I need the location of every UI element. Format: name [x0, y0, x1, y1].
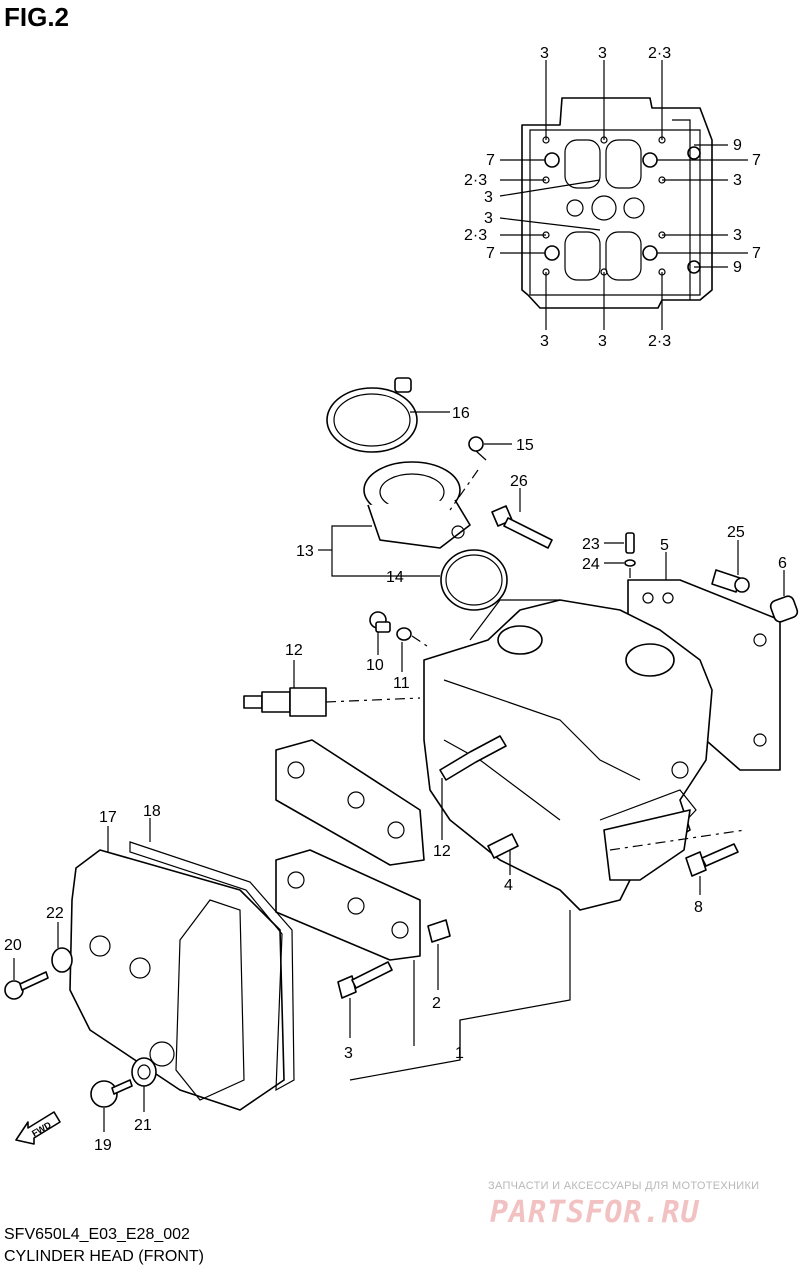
callout-left-7a: 7 [486, 152, 495, 169]
watermark-tagline: ЗАПЧАСТИ И АКСЕССУАРЫ ДЛЯ МОТОТЕХНИКИ [488, 1180, 760, 1192]
part-8-bolt [685, 843, 739, 895]
callout-18: 18 [143, 803, 161, 820]
callout-left-3b: 3 [484, 210, 493, 227]
callout-20: 20 [4, 937, 22, 954]
callout-top-2: 3 [598, 45, 607, 62]
part-21-grommet [131, 1057, 157, 1112]
callout-right-3b: 3 [733, 227, 742, 244]
callout-left-3a: 3 [484, 189, 493, 206]
callout-bottom-1: 3 [540, 333, 549, 350]
callout-5: 5 [660, 537, 669, 554]
callout-2: 2 [432, 995, 441, 1012]
callout-13: 13 [296, 543, 314, 560]
callout-right-7a: 7 [752, 152, 761, 169]
callout-right-3a: 3 [733, 172, 742, 189]
callout-17: 17 [99, 809, 117, 826]
callout-top-1: 3 [540, 45, 549, 62]
callout-22: 22 [46, 905, 64, 922]
callout-3: 3 [344, 1045, 353, 1062]
callout-6: 6 [778, 555, 787, 572]
callout-1: 1 [455, 1045, 464, 1062]
callout-8: 8 [694, 899, 703, 916]
callout-12-bottom: 12 [433, 843, 451, 860]
part-24-o-ring [604, 559, 636, 640]
callout-10: 10 [366, 657, 384, 674]
callout-16: 16 [452, 405, 470, 422]
callout-left-23b: 2·3 [464, 227, 487, 244]
part-12-spark-plug-top [243, 660, 421, 717]
cylinder-head-body [423, 599, 746, 911]
part-19-bolt [90, 1079, 133, 1132]
cylinder-head-top-view [499, 60, 748, 330]
callout-11: 11 [393, 675, 410, 692]
callout-top-3: 2·3 [648, 45, 671, 62]
part-3-bolt [337, 961, 393, 1038]
part-11-washer [396, 627, 431, 672]
fwd-arrow-icon: FWD [15, 1111, 61, 1145]
callout-12-top: 12 [285, 642, 303, 659]
callout-19: 19 [94, 1137, 112, 1154]
part-20-bolt [4, 958, 49, 1000]
diagram-code: SFV650L4_E03_E28_002 [4, 1226, 190, 1243]
callout-25: 25 [727, 524, 745, 541]
part-18-cover-gasket [129, 818, 295, 1092]
callout-right-9b: 9 [733, 259, 742, 276]
watermark-logo: PARTSFOR.RU [490, 1195, 700, 1230]
callout-14: 14 [386, 569, 404, 586]
part-4-dowel [487, 833, 519, 875]
part-10-bolt [369, 611, 391, 655]
callout-bottom-2: 3 [598, 333, 607, 350]
figure-title: FIG.2 [4, 2, 70, 32]
callout-24: 24 [582, 556, 600, 573]
part-14-o-ring [440, 549, 508, 611]
camshaft-holder-upper [275, 739, 425, 866]
part-23-nozzle [604, 532, 635, 554]
callout-right-9a: 9 [733, 137, 742, 154]
part-17-cylinder-head-cover [69, 826, 285, 1111]
part-22-grommet [51, 922, 73, 973]
camshaft-holder-lower [275, 849, 421, 961]
callout-left-7b: 7 [486, 245, 495, 262]
diagram-caption: CYLINDER HEAD (FRONT) [4, 1248, 205, 1265]
part-25-bolt [711, 540, 750, 593]
callout-right-7b: 7 [752, 245, 761, 262]
callout-15: 15 [516, 437, 534, 454]
callout-left-23a: 2·3 [464, 172, 487, 189]
callout-21: 21 [134, 1117, 152, 1134]
part-15-screw [468, 436, 512, 461]
callout-4: 4 [504, 877, 513, 894]
callout-bottom-3: 2·3 [648, 333, 671, 350]
part-13-intake-pipe [363, 461, 479, 549]
part-16-clamp [326, 377, 450, 453]
part-2-dowel [427, 919, 451, 990]
callout-23: 23 [582, 536, 600, 553]
part-26-bolt [491, 488, 553, 549]
part-6-dowel [769, 570, 799, 623]
callout-26: 26 [510, 473, 528, 490]
